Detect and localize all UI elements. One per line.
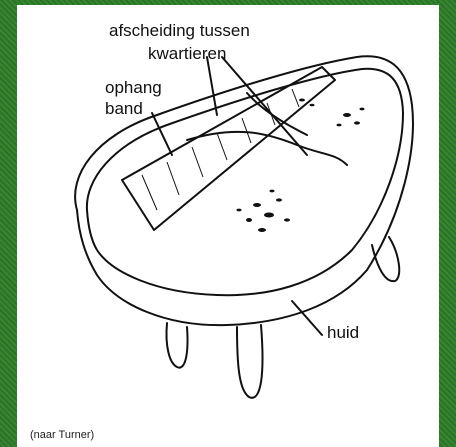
leader-separation-a <box>207 57 217 115</box>
teat-left <box>166 323 187 368</box>
teat-middle <box>237 325 263 398</box>
label-separation-line1: afscheiding tussen <box>109 21 250 41</box>
figure-panel: afscheiding tussen kwartieren ophang ban… <box>17 5 439 447</box>
label-suspension-line1: ophang <box>105 78 162 98</box>
label-skin: huid <box>327 323 359 343</box>
teat-right <box>372 237 399 281</box>
hoof-illustration <box>17 5 439 447</box>
leader-suspension <box>152 113 172 155</box>
label-separation-line2: kwartieren <box>148 44 226 64</box>
image-credit: (naar Turner) <box>30 429 94 441</box>
label-suspension-line2: band <box>105 99 143 119</box>
duct-dots <box>237 99 365 233</box>
